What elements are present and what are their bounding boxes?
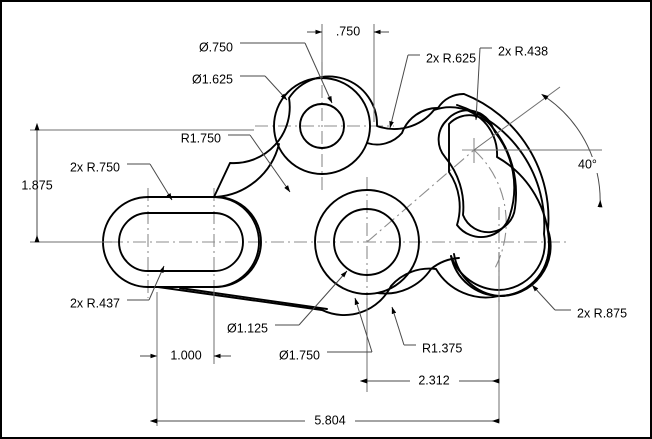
centerline-arc-slot — [366, 149, 475, 243]
callout-dia-1625: Ø1.625 — [192, 72, 233, 86]
callout-rad-438-2x: 2x R.438 — [498, 44, 548, 58]
dim-text-1000: 1.000 — [170, 348, 201, 362]
callout-rad-625-2x: 2x R.625 — [426, 51, 476, 65]
bottom-tangent-edge — [179, 287, 328, 310]
leader-dia-750-arrow — [304, 42, 333, 104]
left-slot-inner — [118, 212, 244, 272]
left-slot-outer-right-cap — [215, 196, 262, 288]
dim-text-2312-mask — [410, 373, 459, 389]
leader-dia-1625-arrow — [264, 75, 288, 101]
callout-rad-1375: R1.375 — [422, 341, 462, 355]
callout-rad-875-2x: 2x R.875 — [577, 306, 627, 320]
dim-text-5804: 5.804 — [314, 413, 345, 427]
arc-slot-slot-outer — [448, 114, 516, 239]
dim-text-2312: 2.312 — [418, 373, 449, 387]
arc-slot-inner-wall — [450, 104, 546, 291]
part-outline-detail — [102, 77, 552, 310]
dimension-2312-bottom: 2.312 — [359, 252, 500, 422]
dimension-5804-overall: 5.804 — [149, 292, 500, 429]
fillet-r1750-top-left — [215, 143, 280, 198]
leaders: Ø.750 Ø1.625 R1.750 2x R.750 2x R.437 Ø1… — [70, 40, 627, 362]
dim-text-angle-mask — [576, 157, 609, 173]
leader-rad-750-2x-arrow — [149, 163, 173, 201]
dim-arc-angle-40 — [541, 93, 603, 208]
arc-slot-slot-profile — [437, 109, 517, 234]
part-outline — [157, 75, 550, 316]
leader-rad-1375-arrow — [391, 306, 405, 346]
outer-profile — [157, 75, 550, 316]
dimension-750-top: .750 — [307, 24, 389, 122]
dimension-1875-left: 1.875 — [21, 122, 254, 243]
center-boss-outer-circle — [314, 189, 420, 295]
dim-text-1875: 1.875 — [21, 178, 52, 192]
centerline-arc-slot-path — [473, 149, 507, 271]
callout-dia-1750: Ø1.750 — [279, 348, 320, 362]
dimension-angle-40: 40° — [473, 86, 609, 208]
leader-rad-437-2x-arrow — [148, 265, 165, 301]
curve-r625-top — [366, 107, 439, 146]
callout-dia-750: Ø.750 — [199, 40, 233, 54]
top-boss-inner-hole — [299, 103, 345, 149]
curve-r1375-bottom — [377, 257, 460, 295]
leader-rad-438-2x-arrow — [474, 47, 481, 121]
dim-text-angle-40: 40° — [578, 157, 597, 171]
leader-rad-625-2x-arrow — [389, 54, 409, 129]
dim-text-5804-mask — [305, 413, 355, 429]
leader-rad-1750-arrow — [249, 134, 291, 193]
dim-text-750: .750 — [336, 24, 360, 38]
center-boss-inner-hole — [333, 208, 401, 276]
leader-dia-1125-arrow — [298, 270, 348, 326]
callout-rad-1750: R1.750 — [181, 131, 221, 145]
leader-dia-1750-arrow — [354, 297, 373, 353]
callout-rad-750-2x: 2x R.750 — [70, 160, 120, 174]
leader-rad-875-2x-arrow — [531, 284, 556, 311]
dimension-1000-bottom: 1.000 — [140, 292, 231, 422]
callout-rad-437-2x: 2x R.437 — [70, 296, 120, 310]
callout-dia-1125: Ø1.125 — [227, 321, 268, 335]
